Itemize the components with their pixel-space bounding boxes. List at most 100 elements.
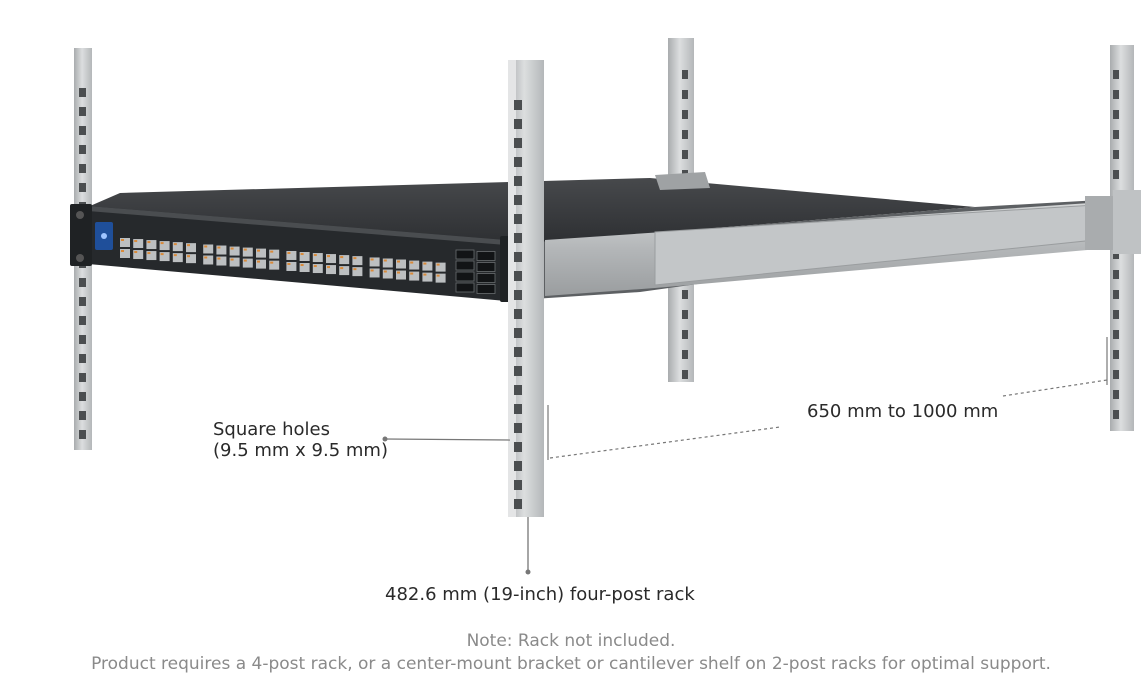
port-led (230, 258, 234, 261)
rj45-port (396, 270, 406, 280)
rj45-port (186, 243, 196, 253)
square-hole (79, 373, 86, 382)
square-hole (79, 107, 86, 116)
square-hole (682, 110, 688, 119)
port-led (397, 271, 400, 274)
square-hole (682, 330, 688, 339)
port-led (204, 245, 208, 248)
rj45-port (312, 253, 323, 263)
square-hole (514, 404, 522, 414)
port-led (436, 274, 440, 277)
rj45-port (326, 265, 336, 275)
rj45-port (242, 247, 253, 257)
rj45-port (146, 240, 157, 250)
square-hole (514, 176, 522, 186)
rj45-port (216, 256, 227, 266)
port-led (173, 243, 177, 246)
port-led (187, 244, 190, 247)
rj45-port (299, 263, 310, 273)
port-led (243, 259, 247, 262)
port-led (383, 259, 387, 262)
rj45-port (172, 253, 183, 263)
port-led (147, 241, 151, 244)
square-hole (79, 164, 86, 173)
port-led (436, 263, 440, 266)
square-hole (682, 150, 688, 159)
rj45-port (409, 260, 420, 270)
sfp-port (476, 284, 496, 294)
mounting-rail (545, 190, 1141, 296)
rj45-port (216, 245, 227, 255)
rj45-port (229, 257, 240, 267)
rj45-port (286, 250, 297, 260)
port-led (217, 257, 221, 260)
rack-size-callout (525, 517, 531, 575)
rj45-port (120, 249, 130, 258)
rj45-port (269, 260, 280, 270)
port-led (300, 253, 304, 256)
port-led (230, 247, 234, 250)
rj45-port (172, 242, 183, 252)
square-hole (682, 70, 688, 79)
rj45-port (146, 251, 157, 261)
port-led (397, 260, 400, 263)
rj45-port (339, 266, 350, 276)
square-hole (1113, 310, 1119, 319)
rj45-port (159, 241, 170, 251)
square-hole (1113, 110, 1119, 119)
port-led (257, 249, 260, 252)
rj45-port (203, 244, 214, 254)
port-led (160, 242, 164, 245)
rj45-port (186, 254, 196, 264)
square-hole (1113, 270, 1119, 279)
port-led (160, 253, 164, 256)
port-led (121, 239, 124, 241)
square-hole (1113, 130, 1119, 139)
rj45-port (256, 248, 266, 258)
square-hole (514, 138, 522, 148)
rj45-port (242, 258, 253, 268)
sfp-port (476, 262, 496, 272)
rj45-port (229, 246, 240, 256)
rj45-port (203, 255, 214, 265)
square-hole (79, 183, 86, 192)
square-hole (514, 290, 522, 300)
square-hole (682, 310, 688, 319)
square-hole (514, 157, 522, 167)
square-hole (514, 195, 522, 205)
square-hole (1113, 150, 1119, 159)
square-hole (514, 347, 522, 357)
square-hole (514, 423, 522, 433)
square-hole (1113, 170, 1119, 179)
port-led (370, 269, 374, 272)
square-hole (1113, 290, 1119, 299)
port-led (327, 255, 330, 258)
port-led (327, 266, 330, 269)
front-right-post (508, 60, 544, 517)
sfp-port (455, 249, 475, 260)
square-hole (79, 411, 86, 420)
square-hole (514, 119, 522, 129)
square-hole (514, 328, 522, 338)
sfp-port (476, 273, 496, 283)
rj45-port (382, 258, 393, 268)
rj45-port (286, 261, 297, 271)
square-hole (682, 370, 688, 379)
rack-size-label: 482.6 mm (19-inch) four-post rack (385, 584, 695, 605)
rj45-port (299, 252, 310, 262)
rj45-port (435, 262, 446, 272)
square-hole (79, 88, 86, 97)
square-hole (79, 126, 86, 135)
rj45-port (120, 238, 130, 247)
port-led (353, 268, 357, 271)
square-hole (1113, 330, 1119, 339)
switch-front-panel (70, 204, 524, 302)
port-led (270, 250, 274, 253)
square-hole (514, 271, 522, 281)
rj45-port (133, 250, 144, 260)
port-led (287, 251, 291, 254)
rj45-port (339, 255, 350, 265)
port-led (243, 248, 247, 251)
rj45-port (369, 257, 380, 267)
